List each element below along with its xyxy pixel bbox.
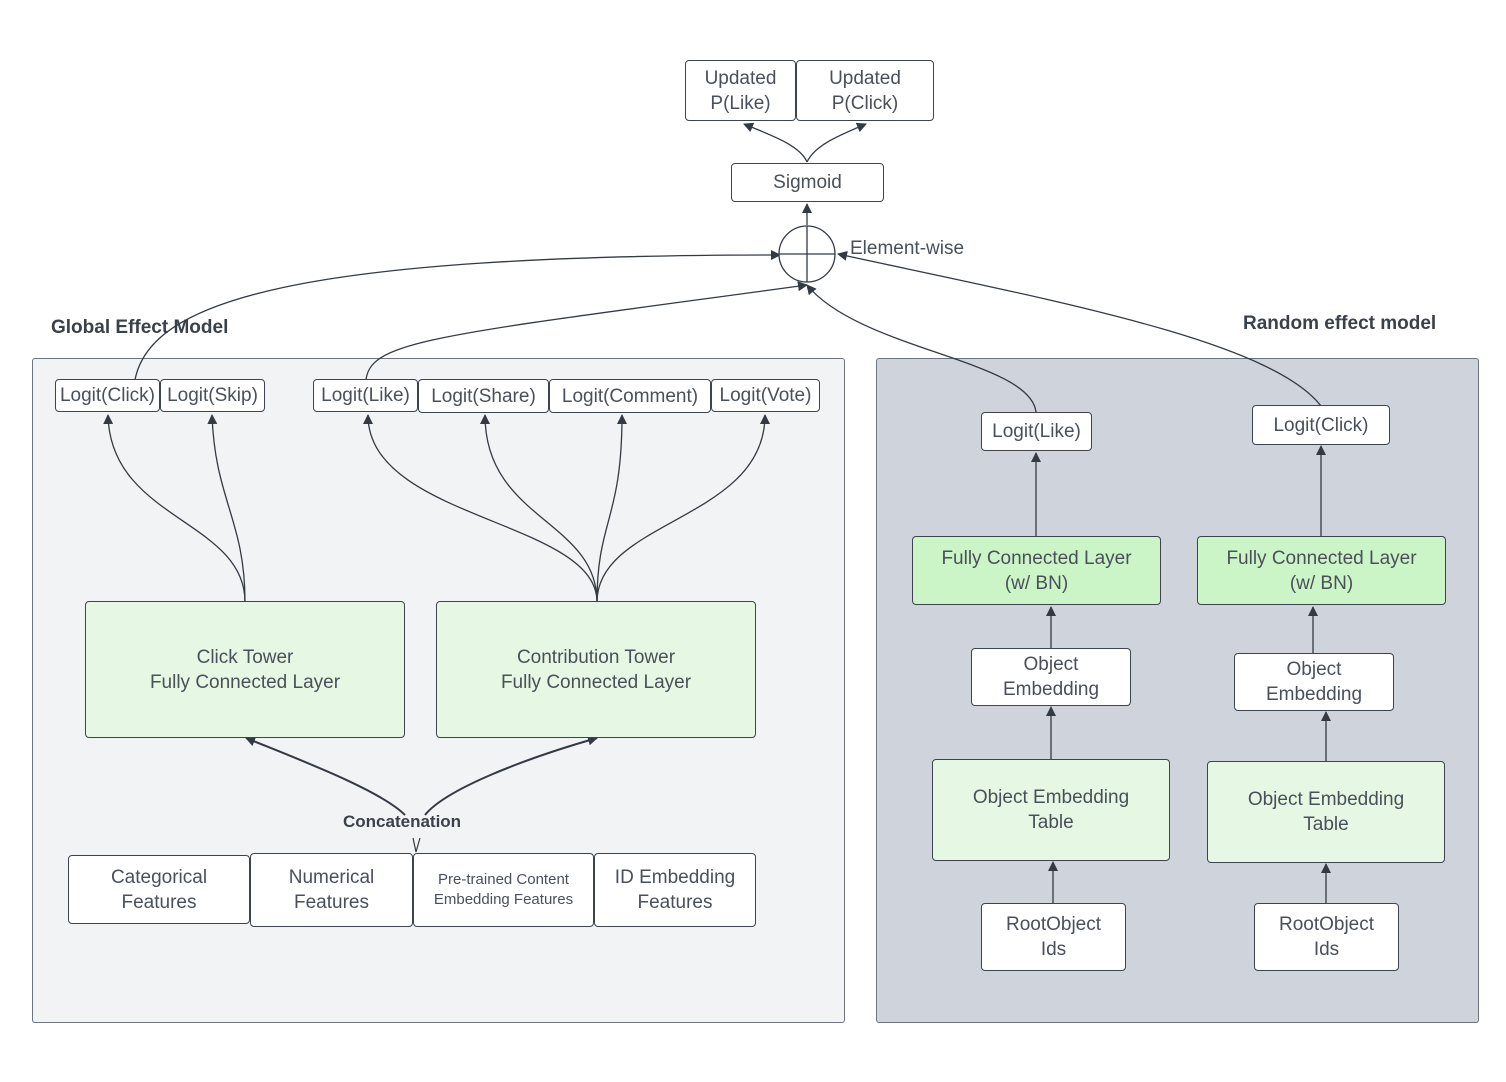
random-right-embedding-box: Object Embedding: [1234, 653, 1394, 711]
concatenation-label: Concatenation: [343, 812, 462, 831]
random-effect-title: Random effect model: [1243, 313, 1437, 334]
random-right-embedding-table-box: Object Embedding Table: [1207, 761, 1445, 863]
arrow-contribution-to-logit-vote: [596, 414, 770, 603]
random-left-embedding-table-box: Object Embedding Table: [932, 759, 1170, 861]
random-left-embedding-box: Object Embedding: [971, 648, 1131, 706]
arrow-global-like-to-elementwise: [365, 281, 808, 381]
arrow-sigmoid-to-updated-like: [743, 122, 808, 163]
element-wise-label: Element-wise: [850, 238, 965, 259]
arrow-sigmoid-to-updated-click: [806, 122, 867, 163]
categorical-features-box: Categorical Features: [68, 855, 250, 924]
random-logit-click-box: Logit(Click): [1252, 405, 1390, 445]
elementwise-add-icon: [778, 225, 836, 283]
logit-click-box: Logit(Click): [55, 379, 160, 412]
arrow-concat-to-click-tower: [245, 736, 406, 816]
random-left-ids-box: RootObject Ids: [981, 903, 1126, 971]
click-tower-box: Click Tower Fully Connected Layer: [85, 601, 405, 738]
random-left-fc-box: Fully Connected Layer (w/ BN): [912, 536, 1161, 605]
arrow-concat-to-contribution-tower: [424, 735, 598, 816]
arrow-global-click-to-elementwise: [134, 250, 781, 381]
logit-comment-box: Logit(Comment): [549, 379, 711, 413]
updated-click-box: Updated P(Click): [796, 60, 934, 121]
arrow-random-click-to-elementwise: [837, 251, 1322, 407]
global-effect-title: Global Effect Model: [51, 317, 229, 338]
logit-vote-box: Logit(Vote): [711, 379, 820, 412]
logit-skip-box: Logit(Skip): [160, 379, 265, 412]
random-right-fc-box: Fully Connected Layer (w/ BN): [1197, 536, 1446, 605]
arrow-contribution-to-logit-share: [480, 414, 598, 603]
concat-fork: [412, 837, 421, 853]
arrow-click-tower-to-logit-click: [103, 414, 246, 603]
contribution-tower-box: Contribution Tower Fully Connected Layer: [436, 601, 756, 738]
sigmoid-box: Sigmoid: [731, 163, 884, 202]
numerical-features-box: Numerical Features: [250, 853, 413, 927]
random-right-ids-box: RootObject Ids: [1254, 903, 1399, 971]
pretrained-content-embedding-box: Pre-trained Content Embedding Features: [413, 853, 594, 927]
updated-like-box: Updated P(Like): [685, 60, 796, 121]
arrow-contribution-to-logit-comment: [596, 414, 627, 603]
logit-like-box: Logit(Like): [313, 379, 418, 412]
random-logit-like-box: Logit(Like): [981, 412, 1092, 451]
arrow-click-tower-to-logit-skip: [207, 414, 246, 603]
arrow-random-like-to-elementwise: [806, 284, 1037, 413]
id-embedding-features-box: ID Embedding Features: [594, 853, 756, 927]
logit-share-box: Logit(Share): [418, 379, 549, 413]
arrow-contribution-to-logit-like: [363, 414, 598, 603]
